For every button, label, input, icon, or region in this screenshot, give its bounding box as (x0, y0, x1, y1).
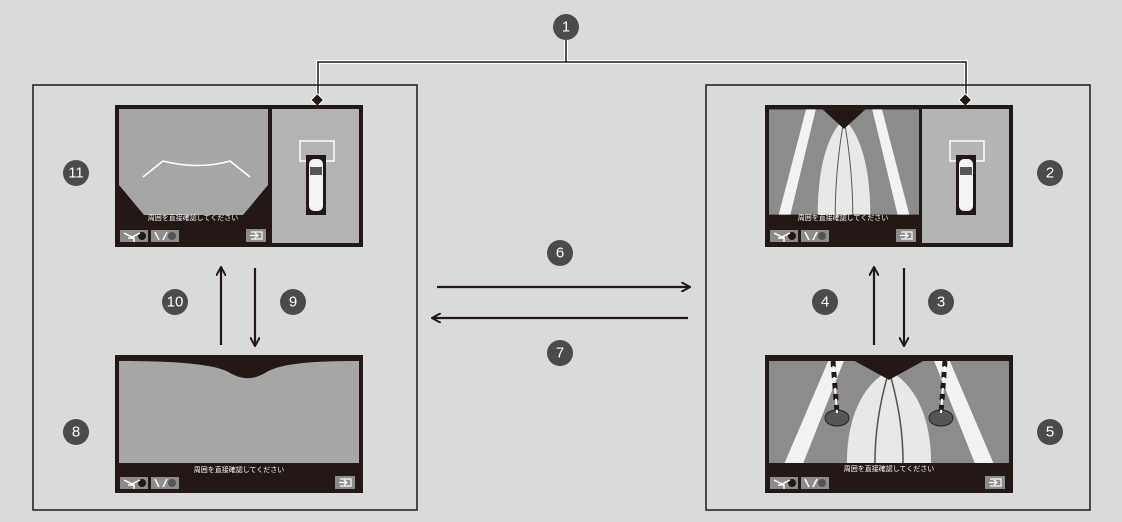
exit-icon[interactable] (895, 228, 917, 243)
screen-rear-full-view: 周囲を直接確認してください (115, 355, 363, 493)
screen-message: 周囲を直接確認してください (194, 465, 285, 474)
transition-arrows (221, 268, 904, 345)
svg-text:6: 6 (556, 245, 564, 262)
svg-text:4: 4 (821, 294, 829, 311)
callout-1: 1 (553, 14, 579, 40)
screen-message: 周囲を直接確認してください (798, 213, 889, 222)
callout-7: 7 (547, 340, 573, 366)
svg-text:1: 1 (562, 19, 570, 36)
callout-8: 8 (63, 419, 89, 445)
callout-5: 5 (1037, 419, 1063, 445)
right-panel (705, 84, 1091, 511)
screen-front-full-view: 周囲を直接確認してください (765, 355, 1013, 493)
screen-message: 周囲を直接確認してください (844, 464, 935, 473)
left-panel (32, 84, 418, 511)
svg-text:2: 2 (1046, 165, 1054, 182)
callout-4: 4 (812, 289, 838, 315)
screen-rear-split-view: 周囲を直接確認してください (115, 105, 363, 247)
screen-front-split-view: 周囲を直接確認してください (765, 105, 1013, 247)
callout-1-bracket (310, 40, 973, 108)
callout-9: 9 (280, 289, 306, 315)
exit-icon[interactable] (334, 475, 356, 490)
exit-icon[interactable] (984, 475, 1006, 490)
svg-text:7: 7 (556, 345, 564, 362)
svg-text:5: 5 (1046, 424, 1054, 441)
callout-11: 11 (63, 160, 89, 186)
callout-2: 2 (1037, 160, 1063, 186)
svg-text:8: 8 (72, 424, 80, 441)
exit-icon[interactable] (245, 228, 267, 243)
callout-6: 6 (547, 240, 573, 266)
callout-10: 10 (162, 289, 188, 315)
screen-message: 周囲を直接確認してください (148, 213, 239, 222)
svg-text:11: 11 (68, 165, 84, 182)
svg-text:3: 3 (937, 294, 945, 311)
svg-text:10: 10 (167, 294, 184, 311)
callout-3: 3 (928, 289, 954, 315)
svg-text:9: 9 (289, 294, 297, 311)
